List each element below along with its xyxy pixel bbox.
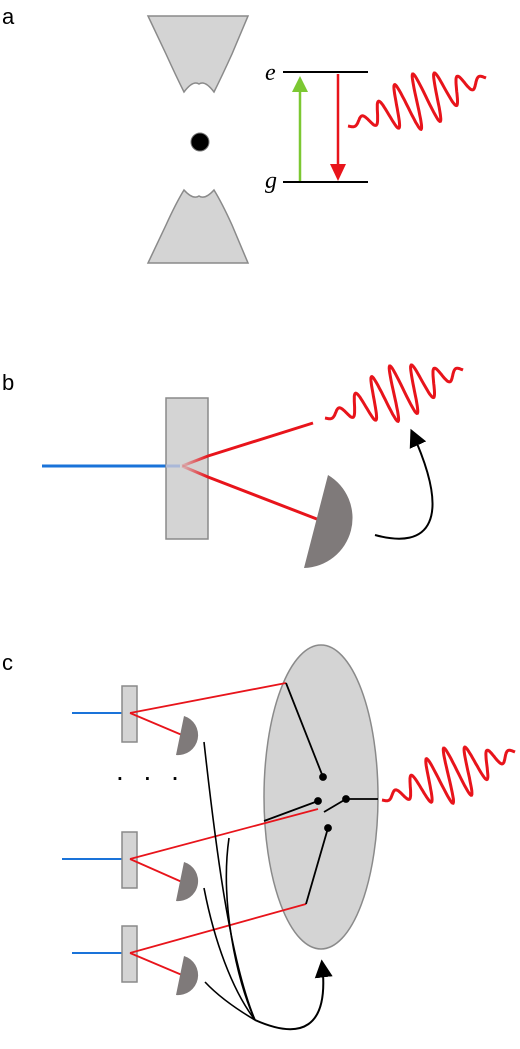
herald-photon-beam [207, 475, 323, 523]
switch-node-1 [319, 773, 327, 781]
crystal-3 [121, 925, 138, 983]
heralded-beam-3 [129, 903, 307, 954]
crystal-1 [121, 685, 138, 743]
panel-c-label: c [2, 650, 13, 675]
control-line-4 [225, 837, 256, 1021]
switch-input-1 [285, 682, 324, 778]
control-to-switch-arrow [254, 959, 333, 1031]
heralded-photon-wavepacket [324, 363, 464, 423]
switch-tree [263, 682, 378, 905]
switch-node-3 [324, 824, 332, 832]
emitted-photon-wavepacket [347, 71, 487, 131]
ground-state-label: g [265, 168, 277, 194]
crystal-2 [121, 831, 138, 889]
switch-input-3 [305, 827, 329, 905]
upper-cavity-mirror [146, 15, 250, 94]
source-2 [62, 808, 319, 902]
herald-detector [304, 475, 353, 568]
lower-cavity-mirror [146, 188, 250, 264]
feed-forward-arrow [374, 428, 434, 540]
emission-arrowhead [330, 164, 346, 181]
switch-node-2 [314, 797, 322, 805]
detector-3 [176, 956, 199, 996]
detector-1 [176, 716, 199, 756]
optical-switch-network [263, 644, 379, 950]
herald-beam-2 [129, 858, 183, 883]
source-3 [72, 903, 307, 996]
excitation-arrowhead [292, 76, 308, 92]
panel-b-label: b [2, 370, 14, 395]
idler-beam-in-crystal [181, 464, 209, 479]
source-1 [72, 682, 287, 756]
detector-2 [176, 862, 199, 902]
panel-a-label: a [2, 4, 15, 29]
trapped-atom [190, 132, 210, 152]
panel-b: b [2, 363, 464, 568]
heralded-beam-2 [129, 808, 319, 860]
excited-state-label: e [265, 60, 276, 86]
feed-forward-lines [203, 741, 333, 1031]
switch-stage-2 [323, 798, 347, 813]
heralded-photon-beam [207, 421, 314, 458]
signal-beam-in-crystal [181, 454, 209, 468]
herald-beam-1 [129, 712, 183, 736]
switch-input-2 [263, 800, 319, 822]
panel-a: a e g [2, 4, 487, 264]
control-line-1 [203, 741, 256, 1021]
heralded-beam-1 [129, 682, 287, 714]
output-photon-wavepacket [381, 745, 516, 805]
more-sources-ellipsis: . . . [116, 755, 185, 786]
herald-beam-3 [129, 952, 183, 976]
control-line-2 [203, 887, 256, 1021]
panel-c: c . . . [2, 644, 516, 1031]
control-line-3 [204, 981, 256, 1021]
